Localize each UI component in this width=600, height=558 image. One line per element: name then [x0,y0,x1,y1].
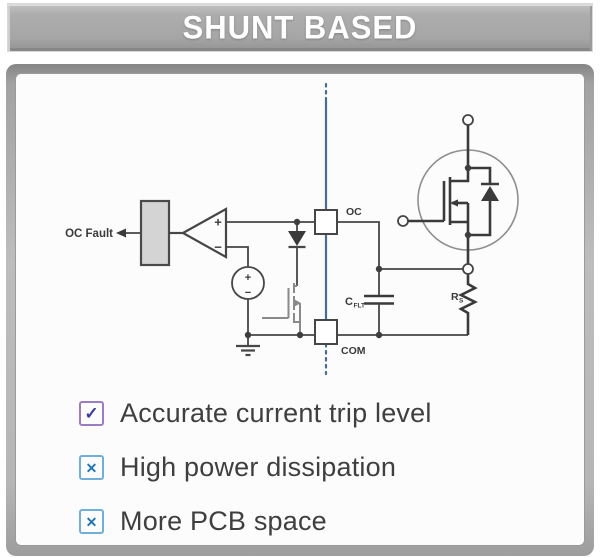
power-mosfet [397,114,519,275]
card-frame: OC Fault + − + − [6,64,594,556]
com-pin-box: COM [314,319,366,357]
bullet-label: More PCB space [120,506,327,536]
bullet-con-1: ✕ High power dissipation [79,452,432,483]
page-title: SHUNT BASED [182,8,418,46]
oc-fault-output: OC Fault [65,228,141,240]
clamp-diode [288,222,306,256]
fault-block [139,199,171,267]
vref-plus-label: + [245,272,251,284]
filter-capacitor: C FLT [345,269,394,335]
circuit-diagram: OC Fault + − + − [65,82,519,376]
content-card: OC Fault + − + − [15,73,585,546]
oc-pin-box: OC [314,206,362,235]
res-label: R [451,291,459,303]
vref-minus-label: − [245,287,251,299]
bullet-con-2: ✕ More PCB space [79,506,432,537]
header-bar: SHUNT BASED [8,4,592,51]
bullet-label: High power dissipation [120,452,397,482]
oc-sense-wire [337,221,380,269]
voltage-reference: + − [231,266,265,335]
com-pin-label: COM [341,345,366,357]
oc-pin-label: OC [346,206,362,218]
cap-label: C [345,296,353,308]
comparator-plus-label: + [214,215,222,230]
internal-mosfet [262,256,301,335]
body-diode [468,166,499,237]
left-arrowhead-icon [116,228,126,238]
bullet-label: Accurate current trip level [120,398,432,428]
cross-icon: ✕ [79,455,104,480]
cross-icon: ✕ [79,509,104,534]
oc-fault-label: OC Fault [65,228,113,240]
sense-resistor: R S [451,274,478,335]
check-icon: ✓ [79,401,104,426]
bullet-list: ✓ Accurate current trip level ✕ High pow… [79,398,432,537]
drain-terminal [462,114,474,126]
cap-sub-label: FLT [354,303,365,310]
comparator: + − [180,207,228,259]
res-sub-label: S [459,298,464,305]
source-terminal [462,263,474,275]
bullet-pro: ✓ Accurate current trip level [79,398,432,429]
comparator-minus-label: − [214,240,222,255]
minus-input-wire [226,246,249,267]
gate-terminal [397,215,409,227]
junction-dots [244,164,472,339]
